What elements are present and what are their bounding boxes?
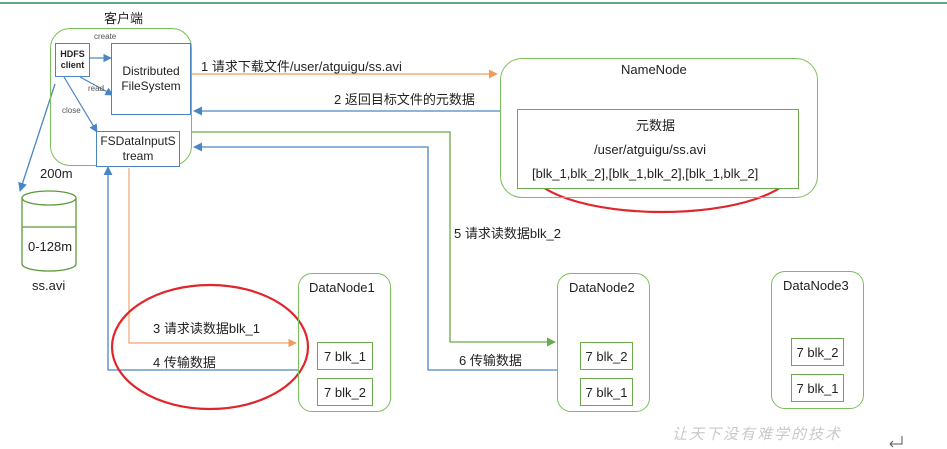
label-close: close — [62, 106, 81, 115]
datanode2-title: DataNode2 — [569, 280, 635, 295]
namenode-box[interactable] — [500, 58, 818, 198]
datanode2-block-2[interactable]: 7 blk_1 — [580, 378, 633, 406]
datanode1-box[interactable] — [298, 273, 391, 412]
step2-label: 2 返回目标文件的元数据 — [334, 92, 475, 107]
datanode1-block-1-label: 7 blk_1 — [324, 348, 366, 364]
metadata-title: 元数据 — [636, 118, 676, 133]
datanode3-block-1-label: 7 blk_2 — [796, 344, 839, 360]
datanode3-block-2-label: 7 blk_1 — [796, 380, 839, 396]
label-read: read — [88, 84, 105, 93]
datanode2-box[interactable] — [557, 273, 650, 412]
client-title: 客户端 — [104, 11, 144, 26]
datanode3-block-1[interactable]: 7 blk_2 — [791, 338, 844, 366]
arrow-read — [79, 76, 114, 96]
arrow-step5 — [192, 131, 556, 347]
arrow-close — [63, 76, 98, 133]
datanode3-title: DataNode3 — [783, 278, 849, 293]
datanode2-block-1[interactable]: 7 blk_2 — [580, 342, 633, 370]
datanode1-block-2[interactable]: 7 blk_2 — [317, 378, 373, 406]
arrow-step3 — [128, 168, 297, 348]
step5-label: 5 请求读数据blk_2 — [454, 226, 561, 241]
fsdatainputstream-label: FSDataInputStream — [100, 134, 176, 163]
fsdatainputstream-box[interactable]: FSDataInputStream — [96, 131, 180, 167]
step1-label: 1 请求下载文件/user/atguigu/ss.avi — [201, 59, 402, 74]
metadata-path: /user/atguigu/ss.avi — [594, 142, 707, 157]
metadata-box — [517, 109, 799, 189]
step4-label: 4 传输数据 — [153, 355, 216, 370]
file-block-label: 0-128m — [28, 239, 73, 254]
step6-label: 6 传输数据 — [459, 353, 522, 368]
datanode1-title: DataNode1 — [309, 280, 375, 295]
distributed-filesystem-label: Distributed FileSystem — [121, 64, 181, 93]
datanode1-block-2-label: 7 blk_2 — [324, 384, 366, 400]
datanode2-block-2-label: 7 blk_1 — [585, 384, 628, 400]
file-size-label: 200m — [40, 166, 73, 181]
hdfs-client-label: HDFS client — [60, 49, 85, 70]
arrow-step4 — [103, 166, 298, 371]
datanode3-box[interactable] — [771, 271, 864, 409]
arrow-client-to-file — [18, 83, 56, 192]
datanode2-block-1-label: 7 blk_2 — [585, 348, 628, 364]
file-name-label: ss.avi — [32, 278, 66, 293]
step3-label: 3 请求读数据blk_1 — [153, 321, 260, 336]
return-mark — [890, 436, 903, 445]
datanode1-block-1[interactable]: 7 blk_1 — [317, 342, 373, 370]
metadata-blocks: [blk_1,blk_2],[blk_1,blk_2],[blk_1,blk_2… — [532, 166, 759, 181]
watermark-text: 让天下没有难学的技术 — [672, 425, 843, 443]
label-create: create — [94, 32, 117, 41]
arrow-step6 — [193, 142, 557, 371]
file-cylinder — [21, 190, 77, 272]
hdfs-client-box[interactable]: HDFS client — [55, 43, 90, 77]
namenode-title: NameNode — [621, 62, 687, 77]
highlight-ellipse-transfer — [110, 283, 310, 411]
distributed-filesystem-box[interactable]: Distributed FileSystem — [111, 43, 191, 115]
datanode3-block-2[interactable]: 7 blk_1 — [791, 374, 844, 402]
